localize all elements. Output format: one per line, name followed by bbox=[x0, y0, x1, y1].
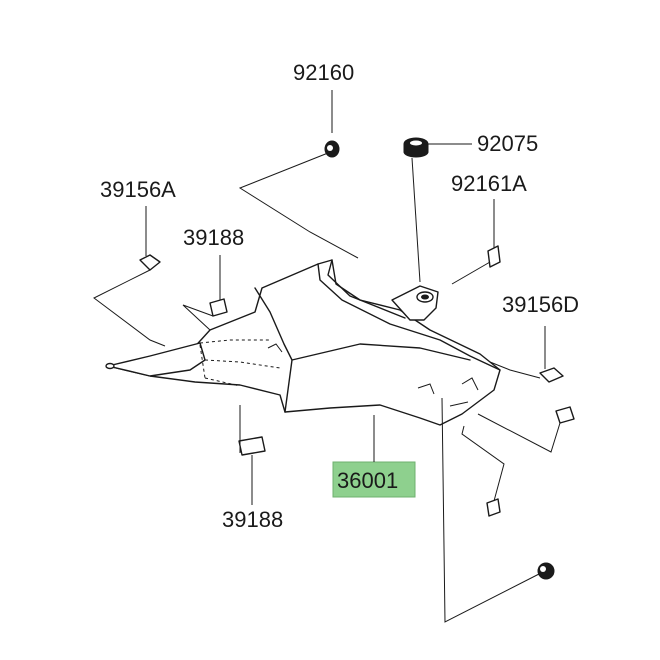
right-clip-upper[interactable] bbox=[555, 406, 575, 424]
part-36001-cowl[interactable] bbox=[105, 259, 501, 426]
bottom-nut[interactable] bbox=[537, 562, 555, 580]
part-label-92075[interactable]: 92075 bbox=[477, 131, 538, 156]
part-label-92160[interactable]: 92160 bbox=[293, 60, 354, 85]
part-label-92161A[interactable]: 92161A bbox=[451, 171, 527, 196]
part-92160-grommet[interactable] bbox=[324, 140, 340, 158]
part-label-39156D[interactable]: 39156D bbox=[502, 292, 579, 317]
leader-lines bbox=[93, 90, 561, 623]
part-label-39188-top[interactable]: 39188 bbox=[183, 225, 244, 250]
part-39188-pad-top[interactable] bbox=[209, 255, 228, 317]
part-label-39188-bottom[interactable]: 39188 bbox=[222, 507, 283, 532]
part-92075-grommet[interactable] bbox=[403, 137, 429, 158]
part-label-36001[interactable]: 36001 bbox=[337, 468, 398, 493]
highlight-box-36001 bbox=[332, 461, 416, 498]
part-39156A-clip[interactable] bbox=[139, 246, 161, 271]
part-label-39156A[interactable]: 39156A bbox=[100, 177, 176, 202]
part-39188-pad-bottom[interactable] bbox=[238, 436, 266, 456]
part-39156D-clip[interactable] bbox=[539, 326, 564, 383]
right-clip-lower[interactable] bbox=[486, 498, 501, 517]
part-92161A-clip[interactable] bbox=[487, 237, 501, 268]
